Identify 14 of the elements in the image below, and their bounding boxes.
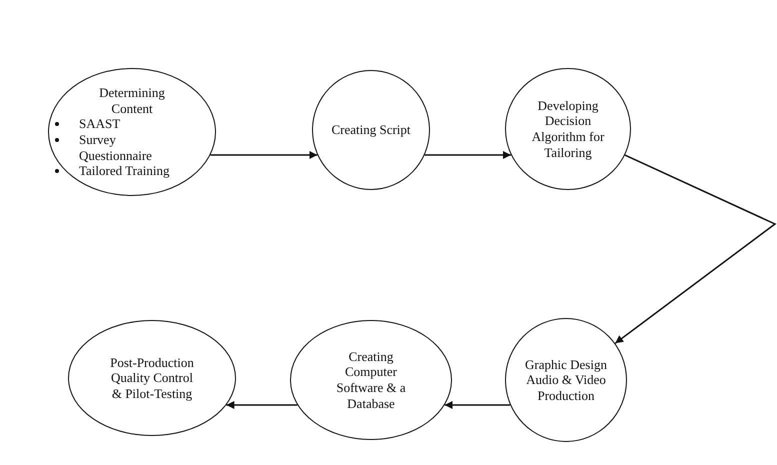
node-title: Graphic Design Audio & Video Production [524,356,608,404]
arrow [614,154,776,344]
arrow [424,151,511,159]
node-title: Developing Decision Algorithm for Tailoring [530,98,606,160]
arrow [444,401,510,409]
node-title: Determining Content [98,85,166,116]
list-item: Tailored Training [79,163,170,179]
node-title: Creating Script [331,122,411,138]
arrow [226,401,298,409]
list-item: Survey Questionnaire [79,132,153,164]
node-title: Post-Production Quality Control & Pilot-Testing [109,354,195,402]
node-title: Creating Computer Software & a Database [335,348,407,412]
list-item: SAAST [79,116,122,132]
arrow [210,151,318,159]
